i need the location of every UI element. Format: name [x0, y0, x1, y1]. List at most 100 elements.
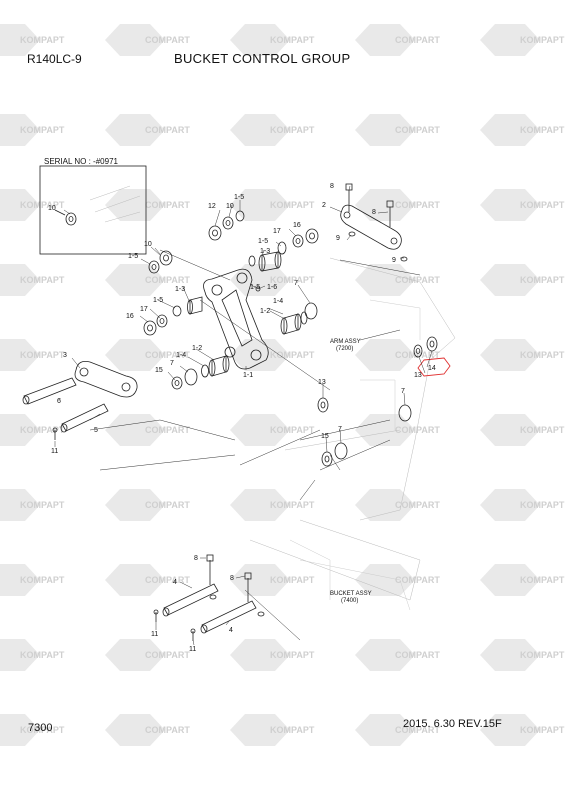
watermark-hexagon: [105, 114, 165, 146]
nut-10-lower: [257, 611, 265, 617]
watermark-text: KOMPAPT: [520, 500, 565, 510]
watermark-text: KOMPAPT: [520, 200, 565, 210]
watermark-text: KOMPAPT: [270, 425, 315, 435]
serial-inset-box: [39, 165, 147, 255]
callout-4-upper: 4: [173, 579, 177, 586]
watermark-text: KOMPAPT: [270, 650, 315, 660]
watermark-text: KOMPAPT: [520, 650, 565, 660]
watermark-text: KOMPAPT: [270, 125, 315, 135]
watermark-hexagon: [355, 189, 415, 221]
watermark-hexagon: [105, 189, 165, 221]
callout-9: 9: [336, 235, 340, 242]
pin-4-upper: [163, 583, 219, 616]
page-title: BUCKET CONTROL GROUP: [174, 51, 351, 66]
watermark-text: COMPART: [145, 650, 190, 660]
washer-13-right: [413, 344, 423, 358]
o-ring-7-upper: [304, 302, 318, 320]
watermark-text: COMPART: [395, 350, 440, 360]
watermark-hexagon: [480, 714, 540, 746]
o-ring-7-right: [398, 404, 412, 422]
watermark-hexagon: [480, 264, 540, 296]
watermark-hexagon: [105, 714, 165, 746]
callout-7-right: 7: [401, 388, 405, 395]
callout-1-6: 1-6: [267, 284, 277, 291]
watermark-text: COMPART: [395, 650, 440, 660]
callout-1-5-left: 1-5: [128, 253, 138, 260]
washer-15-left: [171, 376, 183, 390]
watermark-text: KOMPAPT: [520, 125, 565, 135]
watermark-hexagon: [355, 339, 415, 371]
bolt-8-lower-a: [206, 554, 214, 562]
seal-1-5-right: [277, 241, 287, 255]
watermark-hexagon: [230, 24, 290, 56]
callout-17-upper: 17: [273, 228, 281, 235]
watermark-hexagon: [0, 339, 40, 371]
callout-4-lower: 4: [229, 627, 233, 634]
watermark-text: COMPART: [145, 125, 190, 135]
pin-5: [61, 403, 109, 432]
watermark-hexagon: [105, 339, 165, 371]
callout-1-2-left: 1-2: [192, 345, 202, 352]
washer-14: [426, 336, 438, 352]
washer-10-inset: [65, 212, 77, 226]
watermark-hexagon: [105, 264, 165, 296]
callout-13-mid: 13: [318, 379, 326, 386]
callout-15-left: 15: [155, 367, 163, 374]
pin-6: [23, 377, 77, 405]
washer-10a: [305, 228, 319, 244]
watermark-text: KOMPAPT: [270, 500, 315, 510]
callout-1-1: 1-1: [243, 372, 253, 379]
watermark-text: KOMPAPT: [270, 35, 315, 45]
watermark-text: COMPART: [395, 500, 440, 510]
callout-8-top: 8: [330, 183, 334, 190]
watermark-hexagon: [105, 414, 165, 446]
bolt-8b: [386, 200, 394, 208]
watermark-text: KOMPAPT: [20, 575, 65, 585]
watermark-text: COMPART: [145, 725, 190, 735]
watermark-hexagon: [355, 639, 415, 671]
watermark-text: COMPART: [395, 425, 440, 435]
callout-10-inset: 10: [48, 205, 56, 212]
watermark-hexagon: [230, 564, 290, 596]
watermark-text: KOMPAPT: [20, 275, 65, 285]
watermark-text: COMPART: [395, 200, 440, 210]
watermark-text: KOMPAPT: [520, 425, 565, 435]
callout-1-4-right: 1-4: [273, 298, 283, 305]
callout-7-upper: 7: [294, 280, 298, 287]
washer-1-5-left: [148, 260, 160, 274]
callout-1-5-upper: 1-5: [258, 238, 268, 245]
watermark-hexagon: [230, 639, 290, 671]
watermark-hexagon: [230, 714, 290, 746]
ring-17-left: [156, 314, 168, 328]
watermark-text: KOMPAPT: [520, 350, 565, 360]
watermark-text: KOMPAPT: [520, 275, 565, 285]
watermark-text: COMPART: [395, 125, 440, 135]
watermark-text: KOMPAPT: [270, 575, 315, 585]
callout-7-mid: 7: [338, 426, 342, 433]
callout-1-5-mid: 1-5: [153, 297, 163, 304]
callout-2: 2: [322, 202, 326, 209]
callout-16-left: 16: [126, 313, 134, 320]
seal-1-4-left: [201, 364, 209, 378]
watermark-text: COMPART: [145, 575, 190, 585]
watermark-hexagon: [355, 264, 415, 296]
serial-number-label: SERIAL NO : -#0971: [44, 157, 118, 166]
watermark-text: COMPART: [395, 725, 440, 735]
watermark-hexagon: [0, 714, 40, 746]
arm-outline: [249, 257, 456, 601]
watermark-hexagon: [0, 564, 40, 596]
nut-9b: [400, 256, 408, 262]
watermark-text: COMPART: [145, 350, 190, 360]
watermark-text: KOMPAPT: [20, 200, 65, 210]
watermark-text: KOMPAPT: [270, 350, 315, 360]
watermark-hexagon: [230, 414, 290, 446]
bushing-1-3-left: [189, 296, 203, 315]
nut-9: [348, 231, 356, 237]
callout-1-4-left: 1-4: [176, 352, 186, 359]
bucket-assy-code: (7400): [341, 598, 358, 604]
watermark-hexagon: [230, 189, 290, 221]
callout-16-upper: 16: [293, 222, 301, 229]
callout-17-left: 17: [140, 306, 148, 313]
watermark-text: KOMPAPT: [20, 125, 65, 135]
